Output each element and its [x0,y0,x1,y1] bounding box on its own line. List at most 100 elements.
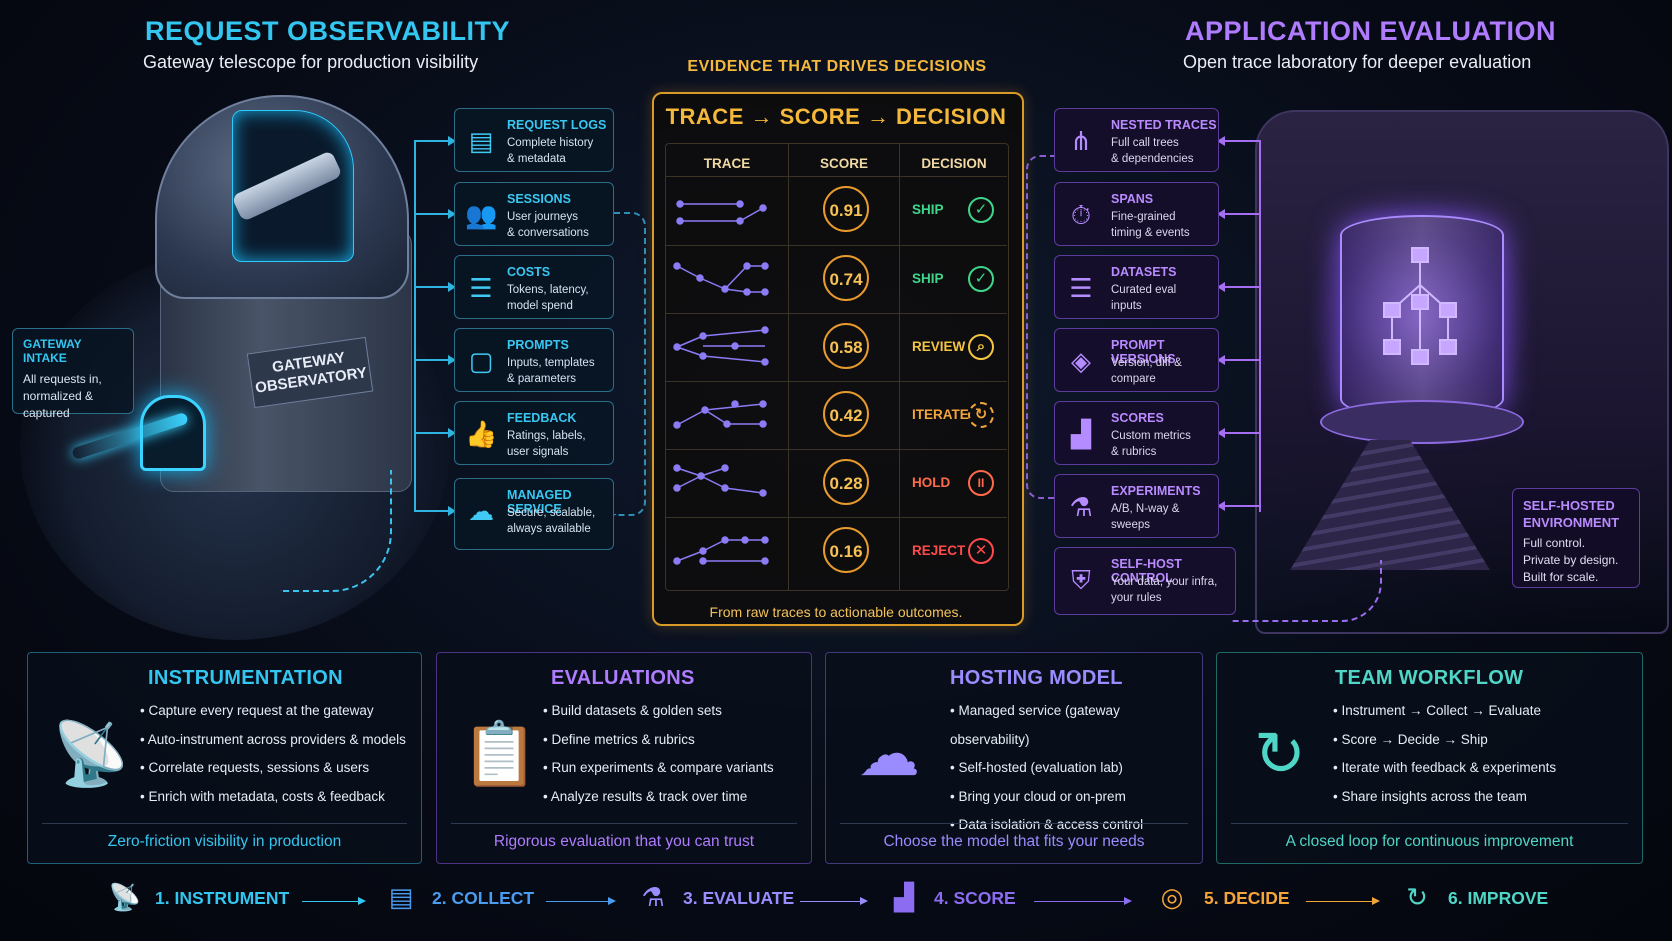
tree-icon: ⋔ [1070,126,1092,156]
score-badge: 0.28 [823,459,869,505]
flow-arrow [302,897,366,905]
panel-list: Capture every request at the gateway Aut… [140,697,406,811]
left-connector-arrow [414,209,456,219]
layers-icon: ◈ [1071,346,1091,376]
left-connector-line [414,140,416,512]
evidence-title: TRACE → SCORE → DECISION [665,104,1007,129]
card-title: SPANS [1111,192,1154,206]
bar-chart-icon: ▟ [1071,419,1091,449]
card-request-logs[interactable]: ▤ REQUEST LOGS Complete history& metadat… [454,108,614,172]
card-title: PROMPTS [507,338,569,352]
evidence-footer: From raw traces to actionable outcomes. [709,604,963,620]
thumbs-up-icon: 👍 [465,419,498,449]
left-dashed-loop [614,212,646,516]
trace-graphs [673,200,769,565]
card-prompts[interactable]: ▢ PROMPTS Inputs, templates& parameters [454,328,614,392]
trace-graph [676,200,767,225]
score-badge: 0.42 [823,391,869,437]
list-item: Auto-instrument across providers & model… [140,726,406,755]
score-column [789,144,900,590]
cloud-server-lock-icon: ☁ [858,720,920,789]
lab-platform [1320,400,1524,444]
card-desc: Version, diff &compare [1111,357,1182,385]
gateway-intake-desc: All requests in, normalized & captured [23,372,102,420]
table-divider [665,313,1007,314]
card-nested-traces[interactable]: ⋔ NESTED TRACES Full call trees& depende… [1054,108,1219,172]
list-item: Data isolation & access control [950,811,1202,840]
flow-arrow [800,897,868,905]
card-title: SELF-HOST CONTROL [1111,557,1182,585]
decision-label: HOLD [912,475,951,490]
document-icon: ▤ [468,126,494,156]
flow-arrow [1034,897,1132,905]
flask-icon: ⚗ [641,882,665,912]
panel-divider [451,823,797,824]
table-divider [665,449,1007,450]
refresh-icon: ↻ [1406,882,1428,912]
card-prompt-versions[interactable]: ◈ PROMPT VERSIONS Version, diff &compare [1054,328,1219,392]
left-connector-arrow [414,428,456,438]
step-evaluate: 3. EVALUATE [683,888,795,908]
card-managed-service[interactable]: ☁ MANAGED SERVICE Secure, scalable,alway… [454,478,614,550]
list-item: Build datasets & golden sets [543,697,774,726]
right-section-subtitle: Open trace laboratory for deeper evaluat… [1183,52,1532,72]
card-desc: Full call trees& dependencies [1111,137,1194,165]
card-desc: Custom metrics& rubrics [1111,430,1191,458]
trace-tree-hologram [1383,247,1457,365]
flow-arrow [1306,897,1380,905]
panel-evaluations: 📋 EVALUATIONS Build datasets & golden se… [436,652,812,864]
card-sessions[interactable]: 👥 SESSIONS User journeys& conversations [454,182,614,246]
trace-graph [673,326,769,366]
card-experiments[interactable]: ⚗ EXPERIMENTS A/B, N-way &sweeps [1054,474,1219,538]
panel-list: Managed service (gateway observability) … [950,697,1202,840]
card-title: SESSIONS [507,192,571,206]
right-connector-arrow [1217,355,1259,365]
trace-column [666,144,789,590]
table-divider [665,517,1007,518]
card-title: SCORES [1111,411,1164,425]
right-dashed-loop [1026,155,1056,499]
panel-footer: Zero-friction visibility in production [107,833,342,850]
left-connector-arrow [414,506,456,516]
list-item: Define metrics & rubrics [543,726,774,755]
score-badge: 0.91 [823,186,869,232]
trace-graph [673,464,767,497]
check-icon: ✓ [968,197,994,223]
card-costs[interactable]: ☰ COSTS Tokens, latency,model spend [454,255,614,319]
panel-instrumentation: 📡 INSTRUMENTATION Capture every request … [27,652,422,864]
list-item: Run experiments & compare variants [543,754,773,783]
right-section-title: APPLICATION EVALUATION [1185,16,1556,46]
satellite-dish-icon: 📡 [108,882,142,912]
panel-footer: Rigorous evaluation that you can trust [493,833,755,850]
right-connector-arrow [1217,501,1259,511]
team-cycle-icon: ↻ [1254,720,1306,789]
pause-icon: II [968,470,994,496]
list-item: Score → Decide → Ship [1333,726,1556,755]
step-instrument: 1. INSTRUMENT [155,888,290,908]
left-connector-arrow [414,355,456,365]
left-section-subtitle: Gateway telescope for production visibil… [143,52,479,72]
panel-title: INSTRUMENTATION [148,667,343,689]
card-scores[interactable]: ▟ SCORES Custom metrics& rubrics [1054,401,1219,465]
list-item: Share insights across the team [1333,783,1556,812]
panel-title: HOSTING MODEL [950,667,1123,689]
card-feedback[interactable]: 👍 FEEDBACK Ratings, labels,user signals [454,401,614,465]
evidence-table: TRACE SCORE DECISION [665,143,1009,591]
checklist-icon: ▤ [388,882,414,912]
card-self-host-control[interactable]: ⛨ SELF-HOST CONTROL Your data, your infr… [1054,547,1236,615]
list-item: Analyze results & track over time [543,783,774,812]
target-icon: ◎ [1160,882,1184,912]
list-item: Capture every request at the gateway [140,697,406,726]
card-desc: Your data, your infra,your rules [1111,576,1218,604]
panel-team-workflow: ↻ TEAM WORKFLOW Instrument → Collect → E… [1216,652,1643,864]
table-divider [665,381,1007,382]
decision-label: ITERATE [912,407,969,422]
dashed-path [1230,560,1382,622]
prompt-icon: ▢ [468,346,494,376]
